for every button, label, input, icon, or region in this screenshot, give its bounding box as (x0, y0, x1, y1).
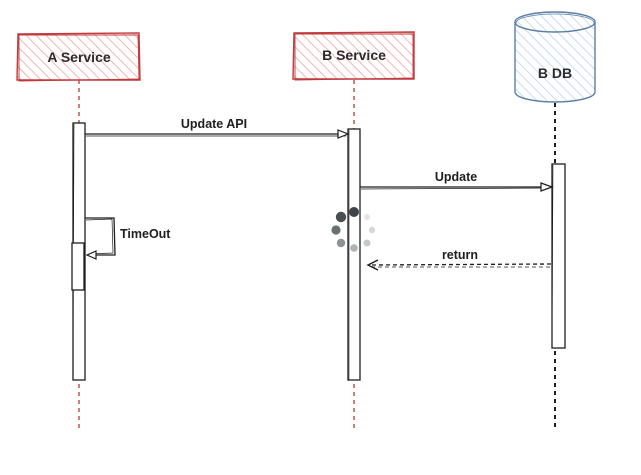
activation-b-service (347, 128, 361, 381)
message-update-label: Update (435, 170, 477, 184)
loading-spinner-icon (331, 207, 376, 252)
message-update: Update (360, 170, 554, 192)
participant-b-service: B Service (292, 31, 415, 81)
activation-a-service-timeout (71, 242, 85, 291)
participant-b-db-label: B DB (538, 65, 572, 81)
participant-b-service-label: B Service (322, 47, 386, 63)
message-timeout-label: TimeOut (120, 227, 171, 241)
message-return: return (366, 248, 552, 271)
message-update-api: Update API (85, 117, 350, 139)
activation-b-db (551, 163, 566, 349)
participant-a-service: A Service (16, 32, 141, 82)
message-timeout: TimeOut (85, 217, 171, 260)
message-update-api-label: Update API (181, 117, 247, 131)
participant-a-service-label: A Service (47, 49, 111, 65)
message-return-label: return (442, 248, 478, 262)
participant-b-db: B DB (514, 11, 596, 103)
